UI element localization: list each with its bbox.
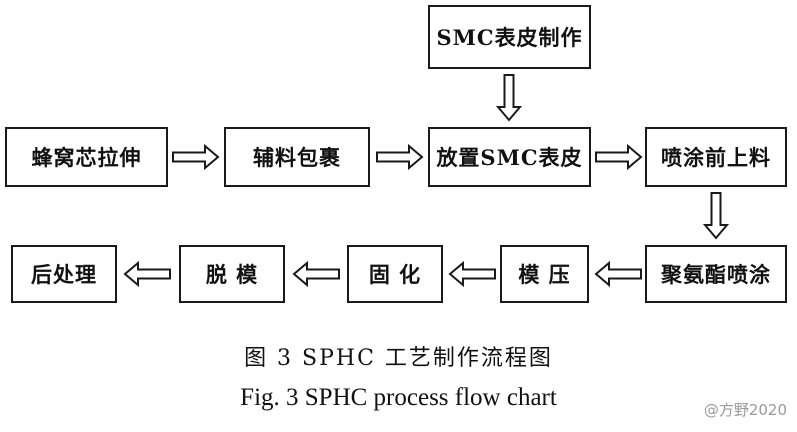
box-smc-skin-make: SMC表皮制作 [428, 5, 591, 69]
arrow-down-1 [496, 74, 522, 122]
arrow-right-2 [376, 144, 424, 170]
figure-caption-en: Fig. 3 SPHC process flow chart [240, 384, 557, 411]
arrow-right-1 [172, 144, 220, 170]
arrow-down-2 [703, 192, 729, 240]
arrow-right-3 [595, 144, 643, 170]
arrow-left-3 [292, 261, 340, 287]
box-honeycomb-stretch: 蜂窝芯拉伸 [5, 127, 168, 187]
arrow-left-4 [123, 261, 171, 287]
figure-caption-cn: 图 3 SPHC 工艺制作流程图 [244, 346, 553, 371]
box-post-process: 后处理 [11, 245, 117, 303]
arrow-left-2 [448, 261, 496, 287]
box-cure: 固 化 [347, 245, 443, 303]
arrow-left-1 [594, 261, 642, 287]
box-mold-press: 模 压 [500, 245, 589, 303]
box-pu-spray: 聚氨酯喷涂 [645, 245, 787, 303]
box-demold: 脱 模 [179, 245, 285, 303]
box-aux-wrap: 辅料包裹 [224, 127, 370, 187]
box-place-smc: 放置SMC表皮 [428, 127, 591, 187]
watermark: @方野2020 [703, 401, 787, 419]
box-pre-spray: 喷涂前上料 [645, 127, 787, 187]
